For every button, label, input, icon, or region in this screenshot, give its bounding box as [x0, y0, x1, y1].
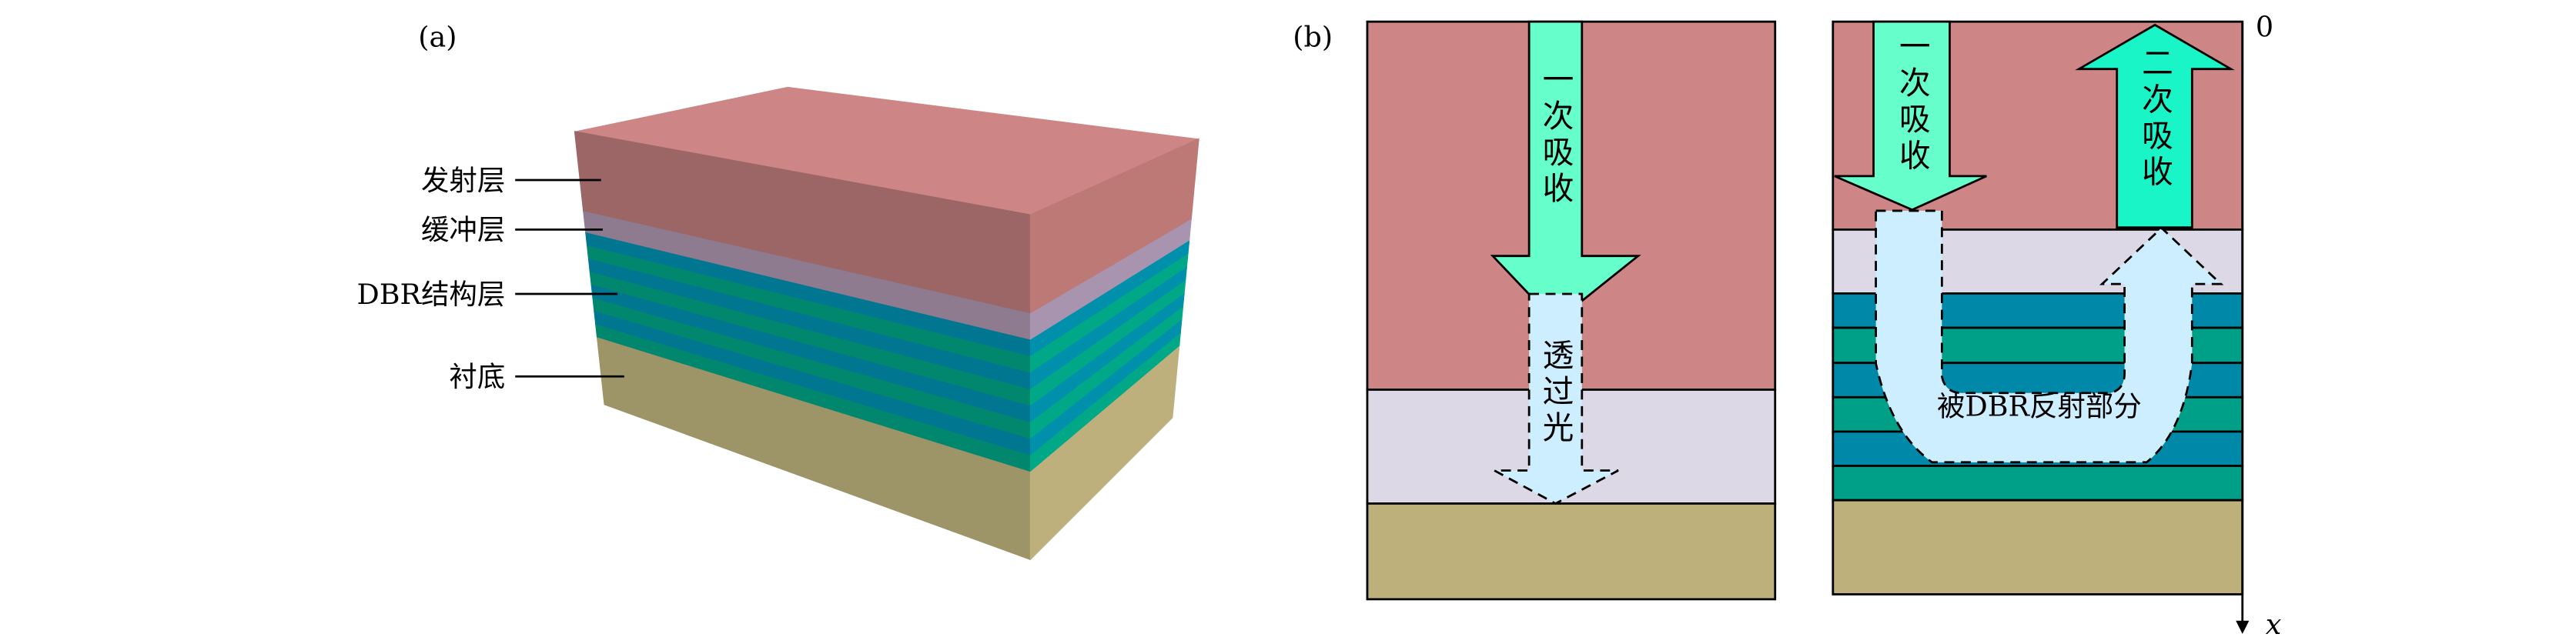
- transmitted-light-arrow: [1494, 292, 1619, 506]
- transmitted-light-text: 透过光: [1537, 339, 1574, 448]
- substrate-layer: [1832, 499, 2244, 596]
- label-dbr-layer: DBR结构层: [357, 278, 506, 311]
- block-side-substrate: [1029, 345, 1180, 561]
- panel-a-label: (a): [418, 20, 457, 53]
- label-substrate-layer: 衬底: [449, 360, 505, 393]
- axis-origin-label: 0: [2256, 10, 2273, 43]
- reflected-light-u-arrow: [1875, 209, 2224, 464]
- dbr-band: [1832, 465, 2244, 502]
- secondary-absorption-arrow: [2075, 23, 2235, 229]
- depth-axis: 0 x: [2236, 10, 2282, 641]
- label-buffer-layer: 缓冲层: [421, 213, 505, 246]
- reflected-part-text: 被DBR反射部分: [1937, 390, 2142, 423]
- primary-absorption-arrow-right: [1834, 20, 1987, 212]
- layer-callouts: [515, 179, 624, 378]
- axis-arrowhead-icon: [2236, 620, 2250, 634]
- panel-b-label: (b): [1293, 20, 1333, 53]
- label-emitter-layer: 发射层: [421, 164, 505, 197]
- secondary-absorption-text: 二次吸收: [2136, 46, 2173, 192]
- panel-a: (a) 发射层 缓冲层 DBR结构层 衬底: [357, 20, 1199, 561]
- layered-block-3d: [574, 86, 1199, 561]
- panel-b: (b) 一次吸收 透过光 被DBR反射部分 一次吸收 二次吸收 0 x: [1293, 10, 2281, 640]
- block-top-face: [574, 86, 1199, 215]
- axis-variable-label: x: [2266, 608, 2282, 641]
- primary-absorption-text: 一次吸收: [1537, 63, 1574, 209]
- primary-absorption-text-right: 一次吸收: [1894, 30, 1931, 175]
- primary-absorption-arrow: [1490, 20, 1641, 324]
- substrate-layer: [1366, 502, 1777, 601]
